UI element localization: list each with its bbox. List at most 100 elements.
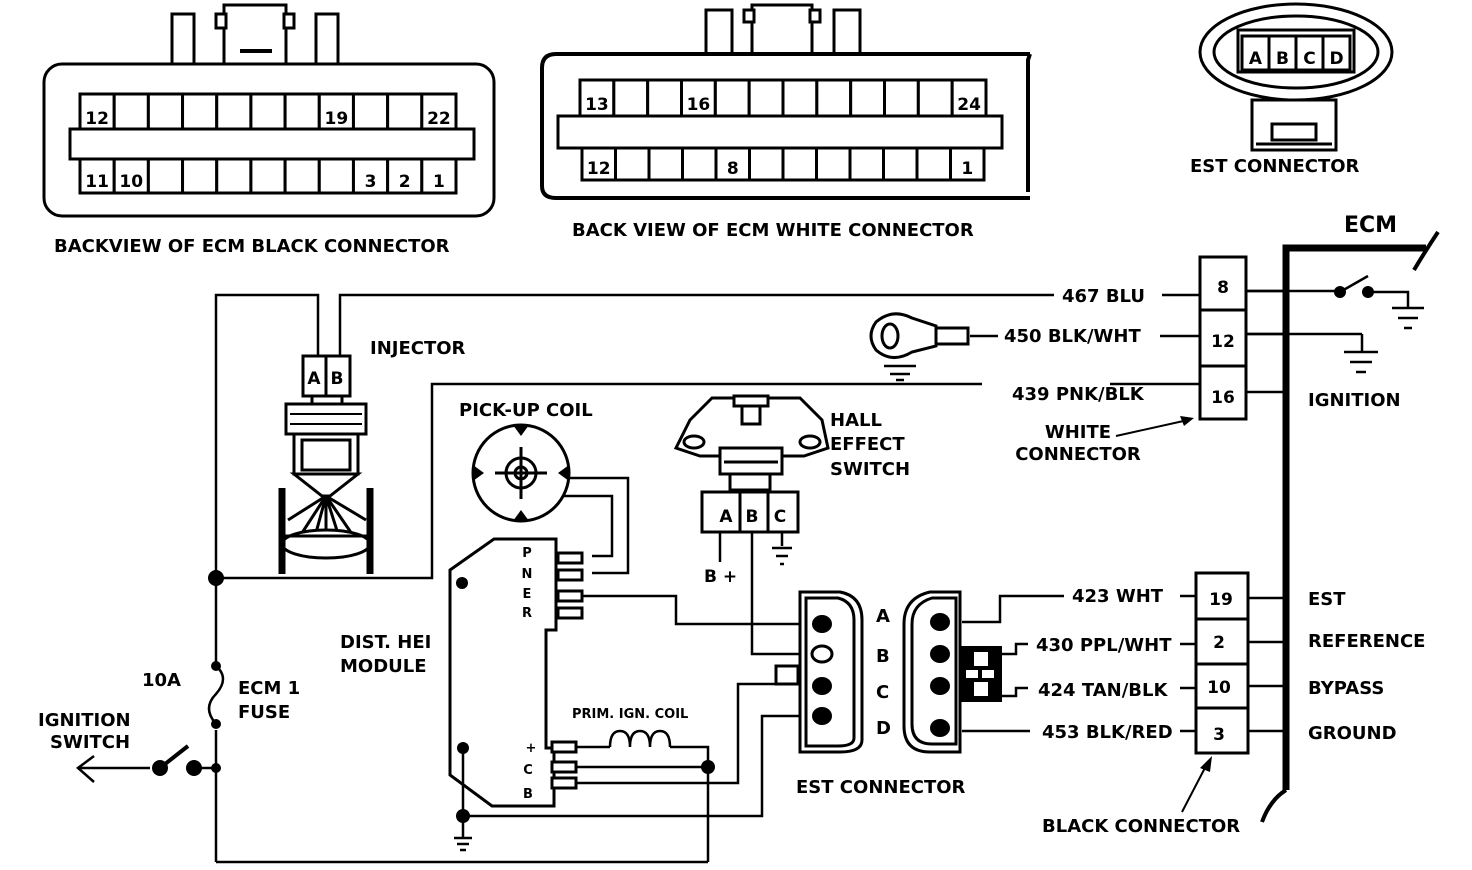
black-bottom-cavity xyxy=(181,157,219,195)
ground-icon xyxy=(454,836,472,852)
est-connector-view-title: EST CONNECTOR xyxy=(1190,156,1360,177)
hall-label-3: SWITCH xyxy=(830,459,910,480)
injector: A B INJECTOR xyxy=(278,338,466,574)
hei-label-1: DIST. HEI xyxy=(340,632,431,653)
est-pin-d: D xyxy=(876,718,891,739)
black-bottom-cavity xyxy=(283,157,321,195)
module-terminal xyxy=(556,589,584,603)
hall-pin-a: A xyxy=(719,507,733,527)
black-top-pin-label: 22 xyxy=(427,109,451,129)
hall-label-1: HALL xyxy=(830,410,882,431)
black-bottom-pin-label: 3 xyxy=(365,172,377,192)
function-ground: GROUND xyxy=(1308,723,1397,744)
hall-effect-switch: A B C HALL EFFECT SWITCH B + xyxy=(673,394,910,656)
hall-label-2: EFFECT xyxy=(830,434,905,455)
ecm-label: ECM xyxy=(1344,213,1397,238)
hei-pin-c: C xyxy=(523,763,533,778)
wire-450-blk-wht: 450 BLK/WHT xyxy=(1004,326,1141,347)
black-top-cavity xyxy=(146,92,185,132)
ecm-pin-12: 12 xyxy=(1211,332,1235,352)
est-view-cavity xyxy=(1294,34,1325,72)
white-top-cavity xyxy=(815,78,853,118)
white-bottom-cavity xyxy=(748,146,785,182)
black-top-cavity xyxy=(78,92,116,132)
fuse-label-2: FUSE xyxy=(238,702,290,723)
est-view-cavity xyxy=(1321,34,1352,72)
ground-icon xyxy=(772,546,792,566)
ecm-pin-16: 16 xyxy=(1211,388,1235,408)
injector-pin-a: A xyxy=(307,369,321,389)
white-top-cavity xyxy=(612,78,650,118)
est-view-pin-label: A xyxy=(1249,49,1263,69)
black-bottom-pin-label: 1 xyxy=(433,172,445,192)
wire-430-ppl-wht: 430 PPL/WHT xyxy=(1036,635,1172,656)
est-pin-b: B xyxy=(876,646,890,667)
white-top-cavity xyxy=(950,78,988,118)
arrow-icon xyxy=(1200,756,1212,772)
black-bottom-pin-label: 10 xyxy=(119,172,143,192)
fuse-label-1: ECM 1 xyxy=(238,678,300,699)
black-top-cavity xyxy=(386,92,424,132)
white-top-cavity xyxy=(646,78,684,118)
est-connector-label: EST CONNECTOR xyxy=(796,777,966,798)
est-view-pin-label: D xyxy=(1329,49,1343,69)
white-bottom-cavity xyxy=(882,146,919,182)
white-top-cavity xyxy=(916,78,954,118)
hei-pin-r: R xyxy=(522,606,532,621)
function-est: EST xyxy=(1308,589,1346,610)
black-bottom-cavity xyxy=(351,157,390,195)
prim-coil-label: PRIM. IGN. COIL xyxy=(572,707,688,722)
ground-ring-terminal xyxy=(869,312,970,382)
white-top-cavity xyxy=(747,78,785,118)
pickup-coil-label: PICK-UP COIL xyxy=(459,400,593,421)
module-terminal xyxy=(550,760,578,774)
pickup-coil: PICK-UP COIL xyxy=(459,400,630,575)
black-bottom-cavity xyxy=(317,157,355,195)
hall-pin-c: C xyxy=(774,507,786,527)
white-top-pin-label: 16 xyxy=(687,95,711,115)
hei-pin-b: B xyxy=(523,787,533,802)
black-bottom-cavity xyxy=(146,157,185,195)
fuse-rating: 10A xyxy=(142,670,181,691)
est-pin-a: A xyxy=(876,606,890,627)
white-top-pin-label: 24 xyxy=(957,95,981,115)
white-top-cavity xyxy=(680,78,717,118)
ecm-white-connector: 8 12 16 WHITE CONNECTOR xyxy=(1015,255,1286,465)
ecm-pin-2: 2 xyxy=(1213,633,1225,653)
ground-icon xyxy=(1344,350,1378,374)
ecm-pin-10: 10 xyxy=(1207,678,1231,698)
module-terminal xyxy=(550,776,578,790)
coil-icon xyxy=(608,729,672,748)
wires: 467 BLU 450 BLK/WHT 439 PNK/BLK 423 WHT … xyxy=(208,286,1200,864)
white-bottom-pin-label: 12 xyxy=(587,159,611,179)
wire-424-tan-blk: 424 TAN/BLK xyxy=(1038,680,1168,701)
black-bottom-cavity xyxy=(420,157,458,195)
white-connector-label-2: CONNECTOR xyxy=(1015,444,1141,465)
black-top-cavity xyxy=(215,92,253,132)
black-top-cavity xyxy=(420,92,458,132)
white-bottom-cavity xyxy=(614,146,651,182)
wire-467-blu: 467 BLU xyxy=(1062,286,1145,307)
black-top-cavity xyxy=(181,92,219,132)
ecm-pin-3: 3 xyxy=(1213,725,1225,745)
black-bottom-pin-label: 2 xyxy=(399,172,411,192)
hei-pin-n: N xyxy=(522,567,533,582)
ecm-fuse: 10A ECM 1 FUSE xyxy=(142,661,300,729)
injector-label: INJECTOR xyxy=(370,338,466,359)
black-top-cavity xyxy=(351,92,390,132)
black-bottom-cavity xyxy=(249,157,287,195)
white-top-cavity xyxy=(781,78,819,118)
black-connector-backview-title: BACKVIEW OF ECM BLACK CONNECTOR xyxy=(54,236,450,257)
function-bypass: BYPASS xyxy=(1308,678,1384,699)
black-connector-label: BLACK CONNECTOR xyxy=(1042,816,1240,837)
hall-pin-b: B xyxy=(746,507,759,527)
est-connector: A B C D EST CONNECTOR xyxy=(774,590,1002,798)
white-connector-backview-title: BACK VIEW OF ECM WHITE CONNECTOR xyxy=(572,220,974,241)
white-bottom-pin-label: 1 xyxy=(961,159,973,179)
black-bottom-cavity xyxy=(215,157,253,195)
white-bottom-cavity xyxy=(815,146,852,182)
hei-pin-p: P xyxy=(522,546,532,561)
ecm-black-connector: 19 2 10 3 EST REFERENCE BYPASS GROUND BL… xyxy=(1042,571,1425,837)
arrow-icon xyxy=(1180,416,1194,426)
